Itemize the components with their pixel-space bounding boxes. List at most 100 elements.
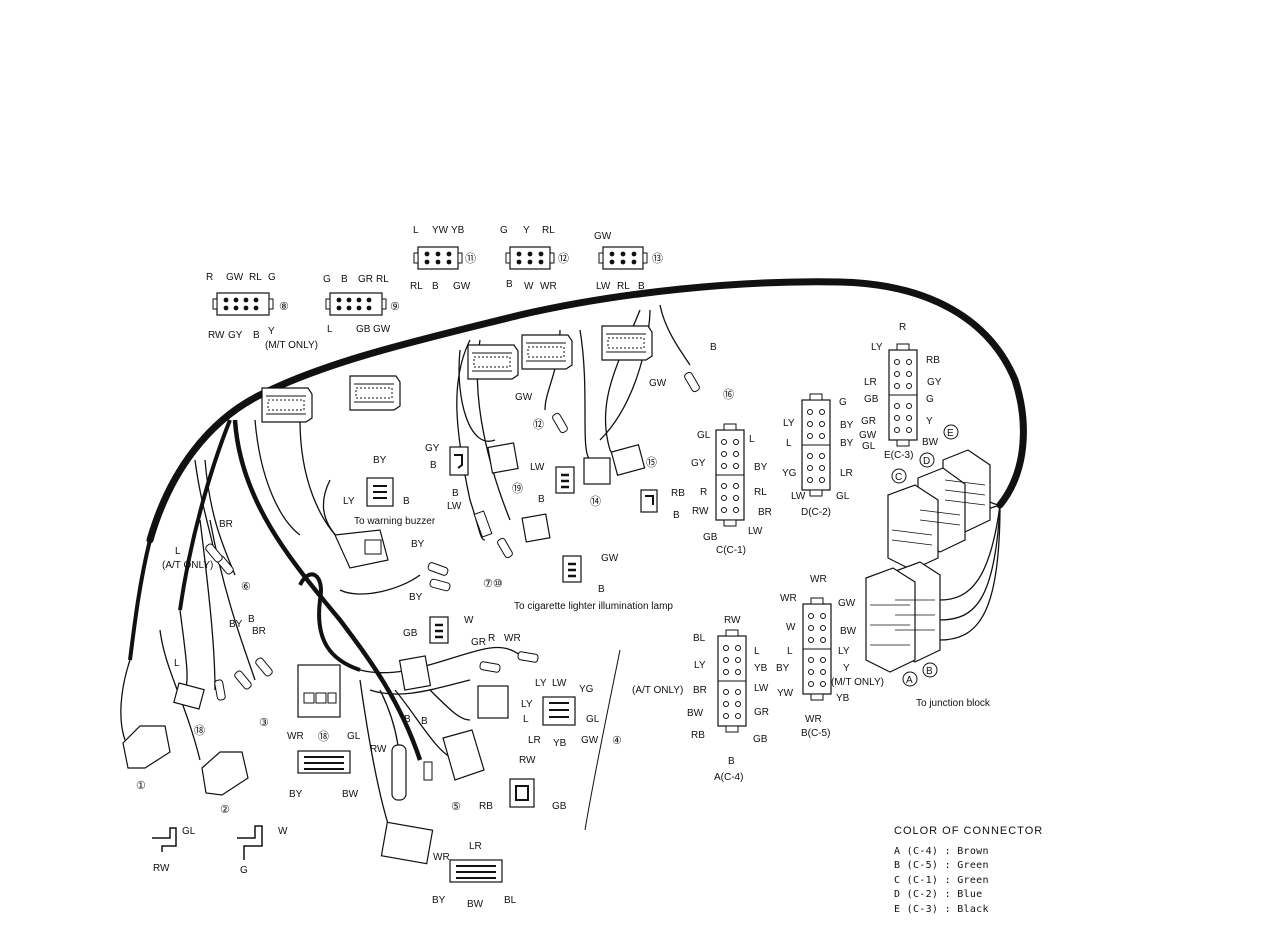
svg-text:WR: WR	[810, 574, 827, 585]
svg-text:To warning buzzer: To warning buzzer	[354, 516, 436, 527]
svg-text:GL: GL	[862, 441, 876, 452]
svg-text:B: B	[506, 279, 513, 290]
svg-text:GL: GL	[836, 491, 850, 502]
svg-text:YG: YG	[782, 468, 797, 479]
svg-text:GB: GB	[864, 394, 879, 405]
svg-text:GR: GR	[471, 637, 486, 648]
svg-text:LR: LR	[864, 377, 877, 388]
svg-text:GB: GB	[753, 734, 768, 745]
svg-text:YB: YB	[754, 663, 768, 674]
svg-text:⑧: ⑧	[279, 301, 289, 313]
svg-text:(M/T ONLY): (M/T ONLY)	[265, 340, 318, 351]
connector-6: BR L (A/T ONLY) ⑥	[162, 519, 251, 593]
svg-text:YB: YB	[553, 738, 567, 749]
svg-text:R: R	[488, 633, 495, 644]
svg-text:LY: LY	[871, 342, 883, 353]
svg-text:LW: LW	[447, 501, 462, 512]
svg-text:YB: YB	[836, 693, 850, 704]
svg-text:G: G	[839, 397, 847, 408]
svg-text:②: ②	[220, 804, 230, 816]
svg-text:WR: WR	[805, 714, 822, 725]
svg-text:GW: GW	[649, 378, 667, 389]
svg-text:BY: BY	[754, 462, 768, 473]
cigarette-lighter-connector: GW B To cigarette lighter illumination l…	[514, 553, 673, 612]
svg-text:D: D	[923, 456, 930, 467]
svg-text:To junction block: To junction block	[916, 698, 991, 709]
svg-text:⑯: ⑯	[723, 388, 734, 401]
svg-text:RL: RL	[376, 274, 389, 285]
svg-text:B: B	[538, 494, 545, 505]
svg-text:L: L	[523, 714, 529, 725]
svg-text:GB: GB	[552, 801, 567, 812]
svg-text:(A/T ONLY): (A/T ONLY)	[162, 560, 213, 571]
harness-branch-left	[178, 419, 232, 611]
connector-1: ①	[122, 725, 171, 792]
svg-text:BL: BL	[693, 633, 706, 644]
svg-text:RB: RB	[671, 488, 685, 499]
connector-19: GY B B LW ⑲	[425, 442, 523, 512]
svg-text:E(C-3): E(C-3)	[884, 450, 913, 461]
svg-text:RL: RL	[754, 487, 767, 498]
svg-text:BL: BL	[504, 895, 517, 906]
svg-text:G: G	[323, 274, 331, 285]
connector-C1: GL L GY BY R RL RW BR GB LW C(C-1)	[691, 423, 772, 556]
svg-text:BR: BR	[252, 626, 266, 637]
svg-text:YW: YW	[777, 688, 794, 699]
connector-C4: RW BL L LY YB (A/T ONLY) BR LW BW GR RB …	[632, 615, 769, 783]
connector-4: GB W GR R WR LY LW YG LY GL L LR YB GW R…	[398, 615, 622, 831]
legend-item-a: A (C-4) : Brown	[894, 845, 989, 857]
connector-color-legend: COLOR OF CONNECTOR A (C-4) : Brown B (C-…	[894, 824, 1094, 918]
svg-text:YG: YG	[579, 684, 594, 695]
legend-item-b: B (C-5) : Green	[894, 860, 989, 872]
svg-text:GR: GR	[754, 707, 769, 718]
svg-text:G: G	[500, 225, 508, 236]
svg-text:BR: BR	[758, 507, 772, 518]
svg-text:B: B	[432, 281, 439, 292]
svg-text:⑱: ⑱	[194, 724, 205, 737]
svg-text:RB: RB	[691, 730, 705, 741]
legend-title: COLOR OF CONNECTOR	[894, 825, 1044, 837]
bottom-connector: WR LR BY BW BL	[432, 841, 517, 910]
svg-text:LW: LW	[754, 683, 769, 694]
svg-text:RL: RL	[249, 272, 262, 283]
svg-text:B: B	[421, 716, 428, 727]
junction-housing-A: A	[865, 567, 918, 687]
rb-small-connector: RB B	[640, 488, 685, 521]
svg-text:LW: LW	[596, 281, 611, 292]
svg-text:LY: LY	[535, 678, 547, 689]
svg-text:LR: LR	[840, 468, 853, 479]
svg-text:RB: RB	[479, 801, 493, 812]
svg-text:L: L	[787, 646, 793, 657]
svg-text:⑦⑩: ⑦⑩	[483, 578, 503, 590]
svg-text:B: B	[598, 584, 605, 595]
svg-text:A(C-4): A(C-4)	[714, 772, 743, 783]
svg-text:W: W	[464, 615, 474, 626]
connector-14: LW B ⑭	[530, 457, 611, 508]
svg-text:B: B	[452, 488, 459, 499]
junction-housing-C: C	[887, 468, 939, 571]
svg-text:Y: Y	[926, 416, 933, 427]
svg-text:⑥: ⑥	[241, 581, 251, 593]
svg-text:Y: Y	[268, 326, 275, 337]
svg-text:GW: GW	[859, 430, 877, 441]
connector-C2: G LY BY L BY YG LR LW GL D(C-2)	[782, 393, 854, 518]
svg-text:WR: WR	[504, 633, 521, 644]
svg-text:BR: BR	[693, 685, 707, 696]
svg-text:LW: LW	[530, 462, 545, 473]
svg-text:LW: LW	[791, 491, 806, 502]
svg-text:YB: YB	[451, 225, 465, 236]
svg-text:G: G	[240, 865, 248, 876]
svg-text:B: B	[430, 460, 437, 471]
svg-text:RL: RL	[410, 281, 423, 292]
svg-text:RW: RW	[153, 863, 170, 874]
svg-text:GB: GB	[356, 324, 371, 335]
svg-text:⑱: ⑱	[318, 730, 329, 743]
svg-text:B: B	[248, 614, 255, 625]
svg-text:BW: BW	[840, 626, 857, 637]
svg-text:GY: GY	[927, 377, 942, 388]
svg-text:RW: RW	[208, 330, 225, 341]
legend-item-e: E (C-3) : Black	[894, 903, 989, 915]
svg-text:WR: WR	[287, 731, 304, 742]
